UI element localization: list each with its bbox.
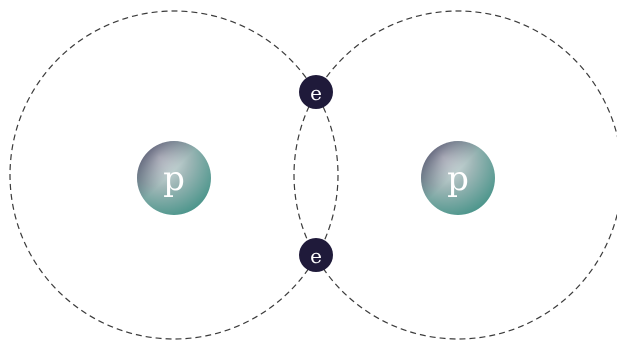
electron-bottom: e bbox=[299, 238, 333, 272]
electron-bottom-label: e bbox=[310, 244, 322, 268]
proton-left-label: p bbox=[163, 159, 185, 199]
electron-top: e bbox=[299, 75, 333, 109]
electron-top-label: e bbox=[310, 81, 322, 105]
proton-right: p bbox=[421, 141, 495, 215]
proton-right-label: p bbox=[447, 159, 469, 199]
proton-left: p bbox=[137, 141, 211, 215]
